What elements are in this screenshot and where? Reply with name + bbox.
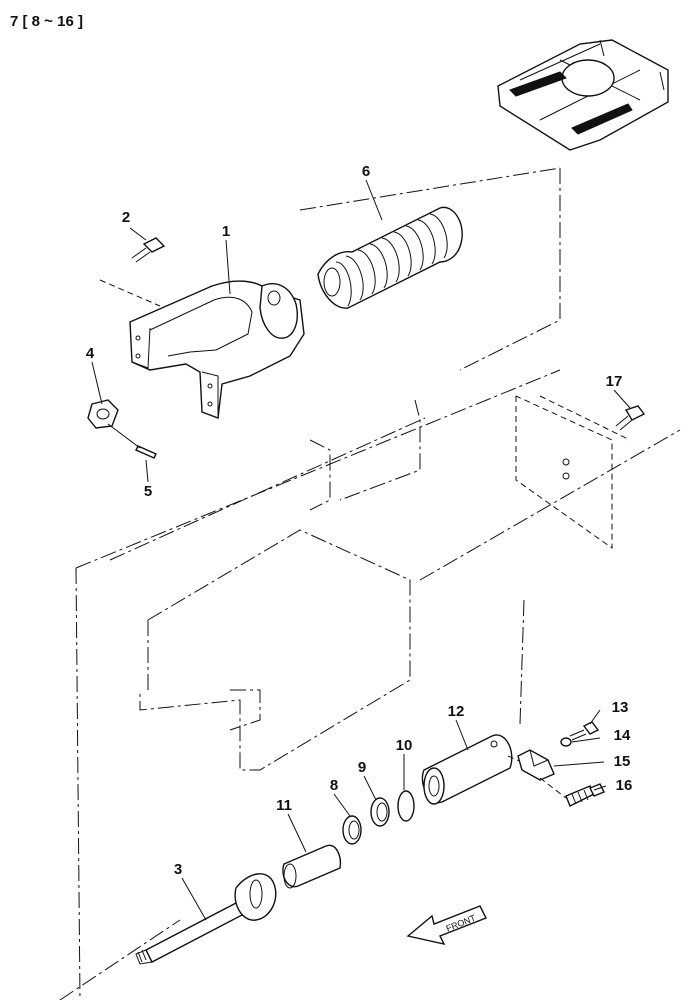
grease-fitting-16 xyxy=(565,783,605,807)
callout-6: 6 xyxy=(362,163,370,180)
screw-13 xyxy=(569,721,600,741)
callout-1: 1 xyxy=(222,223,230,240)
callout-11: 11 xyxy=(276,797,292,814)
callout-10: 10 xyxy=(396,737,413,754)
front-arrow: FRONT xyxy=(406,905,487,946)
callout-14: 14 xyxy=(614,727,631,744)
pin-guide xyxy=(107,423,141,449)
leader-lines xyxy=(91,179,631,921)
piston-11 xyxy=(282,844,342,889)
bolt-2 xyxy=(131,237,166,263)
callout-4: 4 xyxy=(86,345,95,362)
bolt-17 xyxy=(615,405,646,431)
idler-yoke xyxy=(129,280,305,419)
callout-8: 8 xyxy=(330,777,338,794)
fitting-guide xyxy=(539,777,567,799)
callout-16: 16 xyxy=(616,777,633,794)
callout-13: 13 xyxy=(612,699,629,716)
cylinder-guide xyxy=(507,755,541,771)
frame-thumbnail xyxy=(497,39,669,151)
callout-2: 2 xyxy=(122,209,130,226)
seal-8 xyxy=(342,815,362,845)
callout-9: 9 xyxy=(358,759,366,776)
page-title: 7 [ 8 ~ 16 ] xyxy=(10,13,83,30)
o-ring xyxy=(397,790,415,822)
callout-17: 17 xyxy=(606,373,623,390)
recoil-spring xyxy=(317,206,463,309)
castle-nut xyxy=(87,399,119,429)
rod-3 xyxy=(135,873,277,965)
washer-14 xyxy=(560,737,572,747)
callout-5: 5 xyxy=(144,483,152,500)
cotter-pin xyxy=(135,445,157,459)
callout-15: 15 xyxy=(614,753,631,770)
plate-15 xyxy=(517,749,555,781)
bolt-2-guide xyxy=(99,279,161,307)
seal-9 xyxy=(370,797,390,827)
callout-3: 3 xyxy=(174,861,182,878)
grease-cylinder xyxy=(421,734,513,805)
track-frame-phantom xyxy=(59,167,681,1000)
callout-numbers: 1 2 3 4 5 6 8 9 10 11 12 13 14 15 16 17 xyxy=(86,163,633,878)
bracket-dashed xyxy=(515,395,631,549)
callout-12: 12 xyxy=(448,703,465,720)
